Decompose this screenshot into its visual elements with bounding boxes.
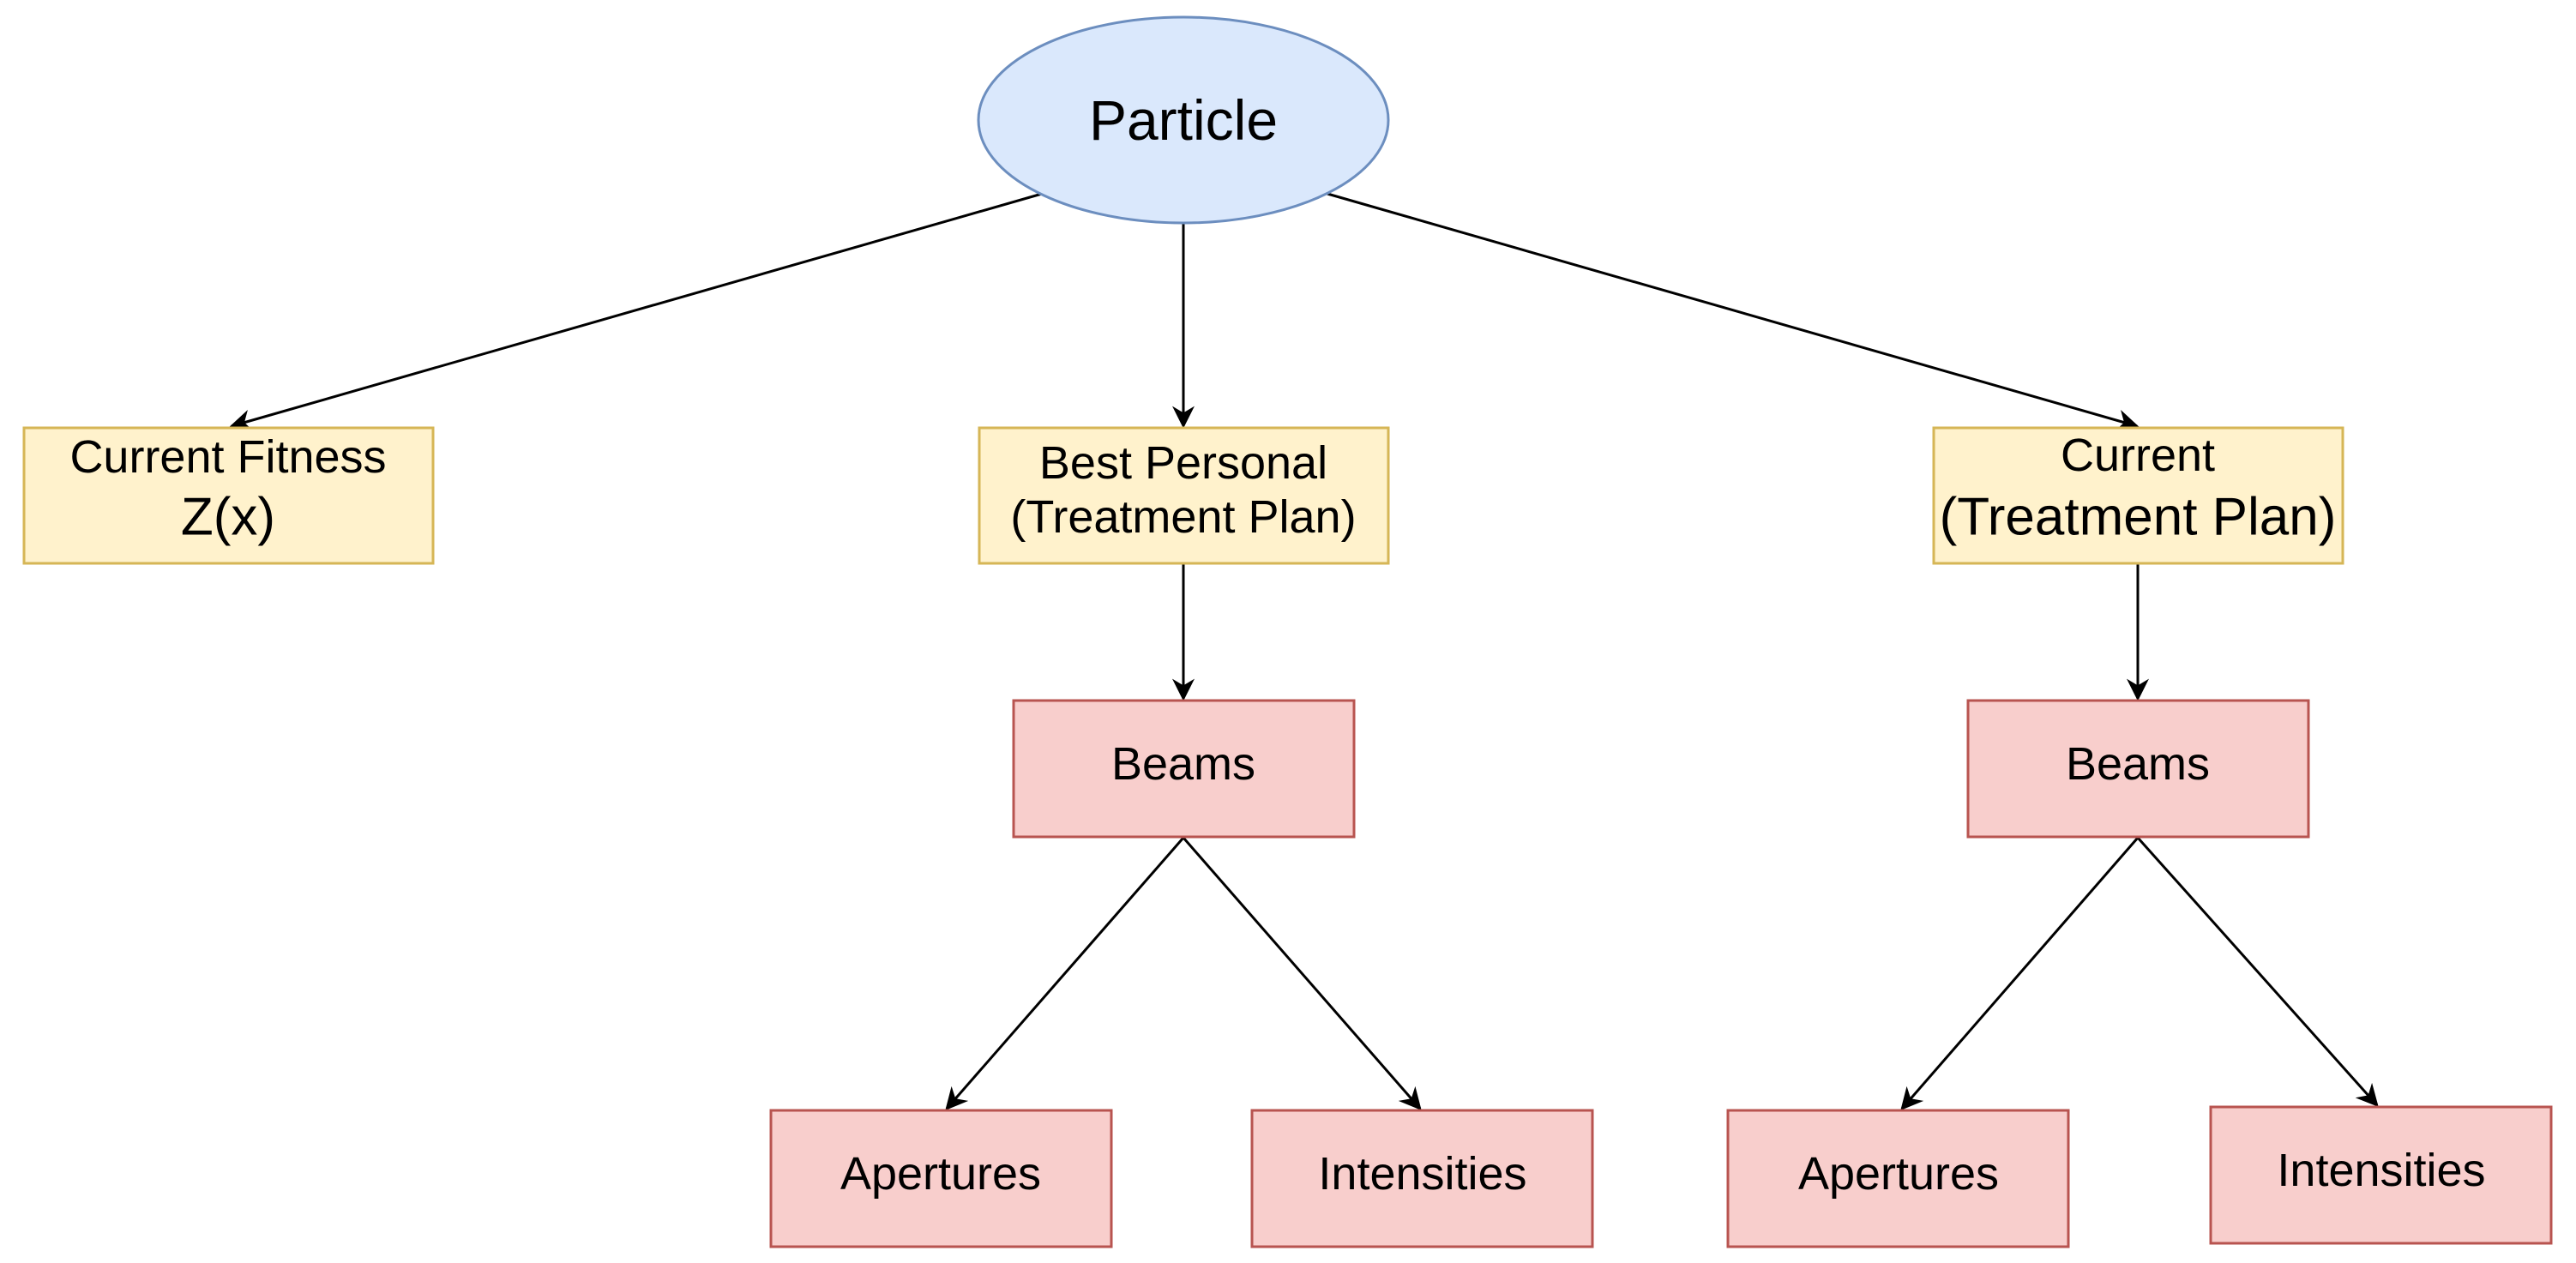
node-intensities-best: Intensities [1250,1109,1594,1248]
node-apertures-best: Apertures [769,1109,1113,1248]
node-intensities-current: Intensities [2209,1105,2553,1245]
node-intensities-best-shape [1250,1109,1594,1248]
node-current-fitness: Current Fitness Z(x) [22,426,435,565]
edge-beams-best-to-apertures [945,837,1185,1110]
node-current-plan-line2: (Treatment Plan) [1940,488,2337,547]
edge-particle-to-current-plan [1327,192,2140,432]
node-intensities-current-shape [2209,1105,2553,1245]
node-apertures-current: Apertures [1726,1109,2070,1248]
node-beams-best-label: Beams [1111,738,1255,790]
edge-beams-current-to-apertures [1900,837,2140,1110]
node-current-plan-line1: Current [2061,430,2215,481]
node-intensities-current-label: Intensities [2277,1145,2485,1196]
node-current-fitness-shape [22,426,435,565]
node-beams-current: Beams [1966,699,2310,839]
node-apertures-current-label: Apertures [1798,1148,1999,1200]
node-beams-best-shape [1012,699,1356,839]
node-beams-current-shape [1966,699,2310,839]
node-current-plan: Current (Treatment Plan) [1932,426,2344,565]
node-current-plan-shape [1932,426,2344,565]
node-best-personal: Best Personal (Treatment Plan) [978,426,1390,565]
edge-beams-current-to-intensities [2136,837,2379,1107]
node-best-personal-line2: (Treatment Plan) [1010,491,1356,543]
node-apertures-best-label: Apertures [840,1148,1041,1200]
node-particle: Particle [977,15,1390,225]
node-apertures-best-shape [769,1109,1113,1248]
edge-beams-best-to-intensities [1182,837,1422,1110]
node-beams-current-label: Beams [2066,738,2210,790]
node-best-personal-shape [978,426,1390,565]
edge-particle-to-current-fitness [229,192,1043,432]
node-beams-best: Beams [1012,699,1356,839]
node-current-fitness-line1: Current Fitness [69,431,386,483]
node-particle-shape [977,15,1390,225]
node-best-personal-line1: Best Personal [1039,437,1327,489]
edges [229,192,2379,1110]
node-apertures-current-shape [1726,1109,2070,1248]
node-intensities-best-label: Intensities [1318,1148,1526,1200]
node-particle-label: Particle [1089,88,1278,152]
node-current-fitness-line2: Z(x) [181,488,275,547]
